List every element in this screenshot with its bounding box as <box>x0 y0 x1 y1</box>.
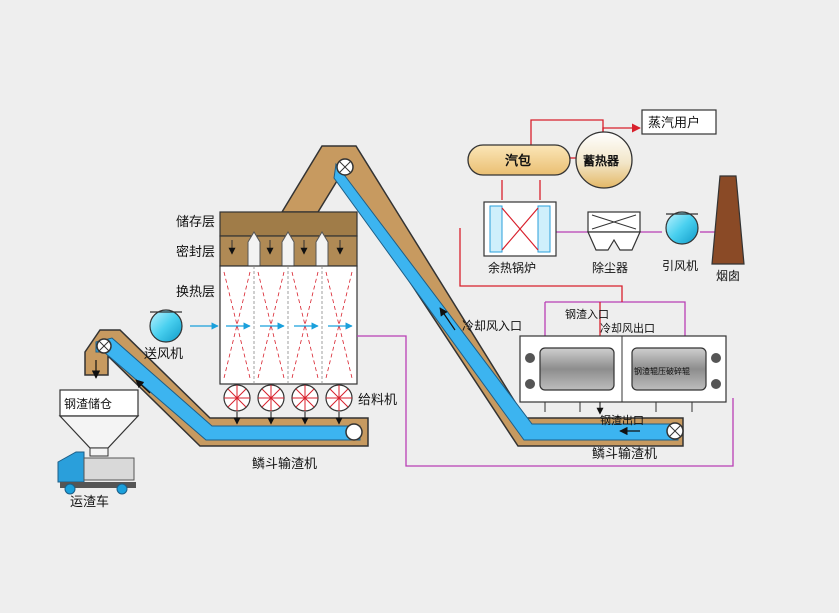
label-steam-drum: 汽包 <box>505 153 531 169</box>
label-slag-inlet: 钢渣入口 <box>565 307 609 321</box>
bucket-conveyor-right <box>280 145 684 447</box>
label-storage-layer: 储存层 <box>176 215 215 230</box>
label-cooling-air-outlet: 冷却风出口 <box>600 321 655 335</box>
heat-exchanger-tower <box>190 211 358 425</box>
label-slag-silo: 钢渣储仓 <box>64 396 112 411</box>
label-bucket-conveyor-left: 鳞斗输渣机 <box>252 456 317 472</box>
label-slag-truck: 运渣车 <box>70 494 109 510</box>
labels: 储存层 密封层 换热层 送风机 钢渣储仓 运渣车 给料机 鳞斗输渣机 鳞斗输渣机… <box>64 115 740 510</box>
label-seal-layer: 密封层 <box>176 244 215 260</box>
label-steam-user: 蒸汽用户 <box>648 115 700 131</box>
chimney <box>711 175 745 265</box>
bucket-conveyor-left <box>84 329 369 447</box>
steam-user <box>641 109 717 135</box>
steam-drum <box>467 144 571 176</box>
label-bucket-conveyor-right: 鳞斗输渣机 <box>592 446 657 462</box>
heat-accumulator <box>575 131 633 189</box>
label-heat-exchange-layer: 换热层 <box>176 285 215 300</box>
dust-collector <box>587 211 641 251</box>
label-dust-collector: 除尘器 <box>592 260 628 275</box>
label-cooling-air-inlet: 冷却风入口 <box>462 319 522 333</box>
label-waste-heat-boiler: 余热锅炉 <box>488 260 536 275</box>
roller-crusher <box>519 335 727 415</box>
label-crusher: 钢渣辊压破碎辊 <box>634 366 690 376</box>
waste-heat-boiler <box>483 201 557 257</box>
blower-fan-icon <box>149 309 183 343</box>
label-feeder: 给料机 <box>358 393 397 408</box>
label-induced-draft-fan: 引风机 <box>662 259 698 273</box>
label-slag-outlet: 钢渣出口 <box>600 413 644 427</box>
label-chimney: 烟囱 <box>716 269 740 283</box>
air-pipes <box>357 231 734 467</box>
induced-draft-fan-icon <box>665 211 699 245</box>
label-blower: 送风机 <box>144 347 183 362</box>
slag-silo <box>58 389 140 457</box>
slag-truck-icon <box>57 451 136 495</box>
label-heat-accumulator: 蓄热器 <box>583 153 620 168</box>
